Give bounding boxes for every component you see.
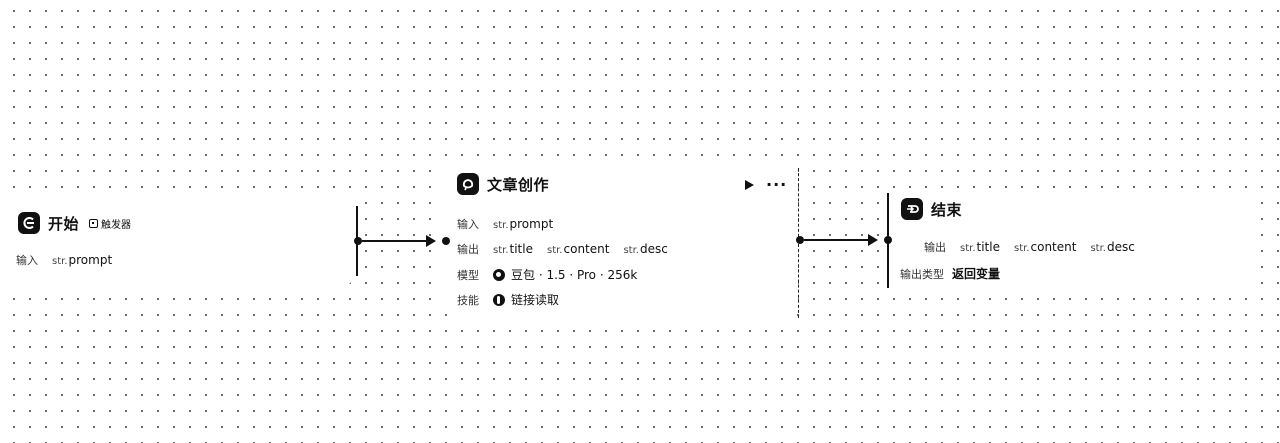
end-node[interactable]: 结束 输出 str.title str.content str.desc 输出类… (891, 188, 1251, 288)
end-input-port[interactable] (884, 236, 892, 244)
end-node-header: 结束 (901, 198, 962, 220)
writer-model-label: 模型 (457, 268, 479, 282)
start-input-row: 输入 str.prompt (16, 252, 126, 268)
link-reader-icon (493, 293, 505, 306)
writer-skill-value[interactable]: 链接读取 (511, 293, 560, 307)
writer-skill-row: 技能 链接读取 (457, 291, 559, 308)
start-icon (18, 212, 40, 234)
start-input-label: 输入 (16, 254, 38, 267)
writer-node-title: 文章创作 (487, 175, 550, 194)
edge-writer-to-end[interactable] (804, 239, 868, 241)
end-output-var: str.title (960, 240, 1000, 254)
more-icon[interactable]: ··· (766, 175, 788, 194)
end-output-label: 输出 (924, 241, 946, 254)
start-node-header: 开始 触发器 (18, 212, 131, 234)
writer-input-var: str.prompt (493, 217, 554, 231)
writer-node-header: 文章创作 (457, 173, 549, 195)
doubao-model-icon (493, 268, 505, 281)
writer-output-var: str.desc (623, 242, 668, 256)
end-node-title: 结束 (931, 200, 963, 219)
start-node[interactable]: 开始 触发器 输入 str.prompt (8, 198, 353, 286)
end-output-var: str.desc (1090, 240, 1135, 254)
edge-start-to-writer[interactable] (362, 240, 426, 242)
trigger-icon (89, 218, 99, 228)
writer-input-label: 输入 (457, 218, 479, 231)
play-icon[interactable] (745, 180, 754, 190)
writer-input-port[interactable] (442, 237, 450, 245)
writer-model-row: 模型 豆包 · 1.5 · Pro · 256k (457, 266, 637, 283)
writer-output-port[interactable] (796, 236, 804, 244)
writer-input-row: 输入 str.prompt (457, 216, 567, 232)
trigger-tag[interactable]: 触发器 (89, 216, 131, 231)
start-node-title: 开始 (48, 214, 80, 233)
arrow-head-icon (426, 235, 436, 247)
writer-skill-label: 技能 (457, 293, 479, 307)
writer-model-value[interactable]: 豆包 · 1.5 · Pro · 256k (511, 268, 638, 282)
writer-icon (457, 173, 479, 195)
start-output-port[interactable] (354, 237, 362, 245)
trigger-tag-label: 触发器 (101, 219, 132, 231)
end-output-type-value[interactable]: 返回变量 (952, 267, 1001, 281)
start-input-var: str.prompt (52, 253, 113, 267)
end-output-var: str.content (1013, 240, 1077, 254)
writer-output-var: str.title (493, 242, 533, 256)
end-output-row: 输出 str.title str.content str.desc (924, 239, 1149, 255)
end-output-type-row: 输出类型 返回变量 (900, 265, 1000, 282)
arrow-head-icon (868, 234, 878, 246)
writer-output-var: str.content (546, 242, 610, 256)
writer-node[interactable]: 文章创作 ··· 输入 str.prompt 输出 str.title str.… (443, 162, 798, 316)
writer-output-label: 输出 (457, 243, 479, 256)
end-icon (901, 198, 923, 220)
writer-output-row: 输出 str.title str.content str.desc (457, 241, 682, 257)
end-output-type-label: 输出类型 (900, 267, 944, 281)
